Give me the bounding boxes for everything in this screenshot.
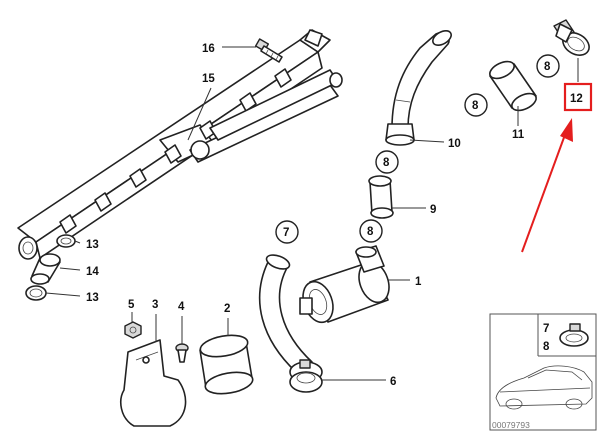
catalog-number: 00079793 — [492, 420, 530, 430]
svg-text:8: 8 — [383, 157, 390, 169]
callout-3: 3 — [152, 299, 158, 311]
callout-12-highlight: 12 — [563, 82, 593, 112]
screw-part — [175, 343, 189, 363]
svg-text:7: 7 — [283, 227, 289, 239]
circled-callout-8-pump: 8 — [359, 219, 383, 243]
inset-panel: 7 8 00079793 — [489, 313, 597, 431]
upper-hose-part — [385, 29, 452, 146]
pipe-part — [30, 253, 61, 285]
callout-1: 1 — [415, 276, 422, 288]
nut-part — [124, 321, 142, 339]
car-silhouette-icon — [495, 365, 593, 410]
rubber-mount-part — [199, 334, 254, 395]
callout-10: 10 — [448, 138, 461, 150]
callout-6: 6 — [390, 376, 396, 388]
seal-ring-lower-part — [25, 285, 47, 301]
callout-14: 14 — [86, 266, 99, 278]
callout-16: 16 — [202, 43, 215, 55]
leader-lines — [45, 46, 579, 381]
clamp-icon — [559, 323, 589, 347]
callout-12: 12 — [570, 93, 583, 105]
callout-4: 4 — [178, 301, 185, 313]
callout-2: 2 — [224, 303, 230, 315]
fuel-pump-part — [299, 245, 390, 324]
inset-number-top: 7 — [543, 323, 549, 335]
svg-text:8: 8 — [472, 100, 479, 112]
hose-fitting-part — [289, 359, 323, 393]
circled-callout-7: 7 — [275, 220, 299, 244]
svg-text:8: 8 — [367, 226, 374, 238]
short-sleeve-part — [368, 175, 394, 219]
callout-15: 15 — [202, 73, 215, 85]
sleeve-part — [489, 60, 537, 112]
bolt-part — [254, 38, 283, 63]
callout-9: 9 — [430, 204, 436, 216]
callout-11: 11 — [512, 129, 525, 141]
fuel-rail-part — [17, 29, 343, 260]
callout-13-upper: 13 — [86, 239, 99, 251]
circled-callout-8-top-right: 8 — [536, 54, 560, 78]
circled-callout-8-middle: 8 — [375, 150, 399, 174]
highlight-arrow — [521, 118, 573, 253]
callout-5: 5 — [128, 299, 135, 311]
svg-text:8: 8 — [544, 61, 551, 73]
inset-number-bottom: 8 — [543, 341, 550, 353]
hose-clamp-part — [553, 19, 590, 56]
callout-13-lower: 13 — [86, 292, 99, 304]
circled-callout-8-sleeve: 8 — [464, 93, 488, 117]
seal-ring-upper-part — [56, 234, 76, 248]
bracket-part — [120, 339, 187, 427]
